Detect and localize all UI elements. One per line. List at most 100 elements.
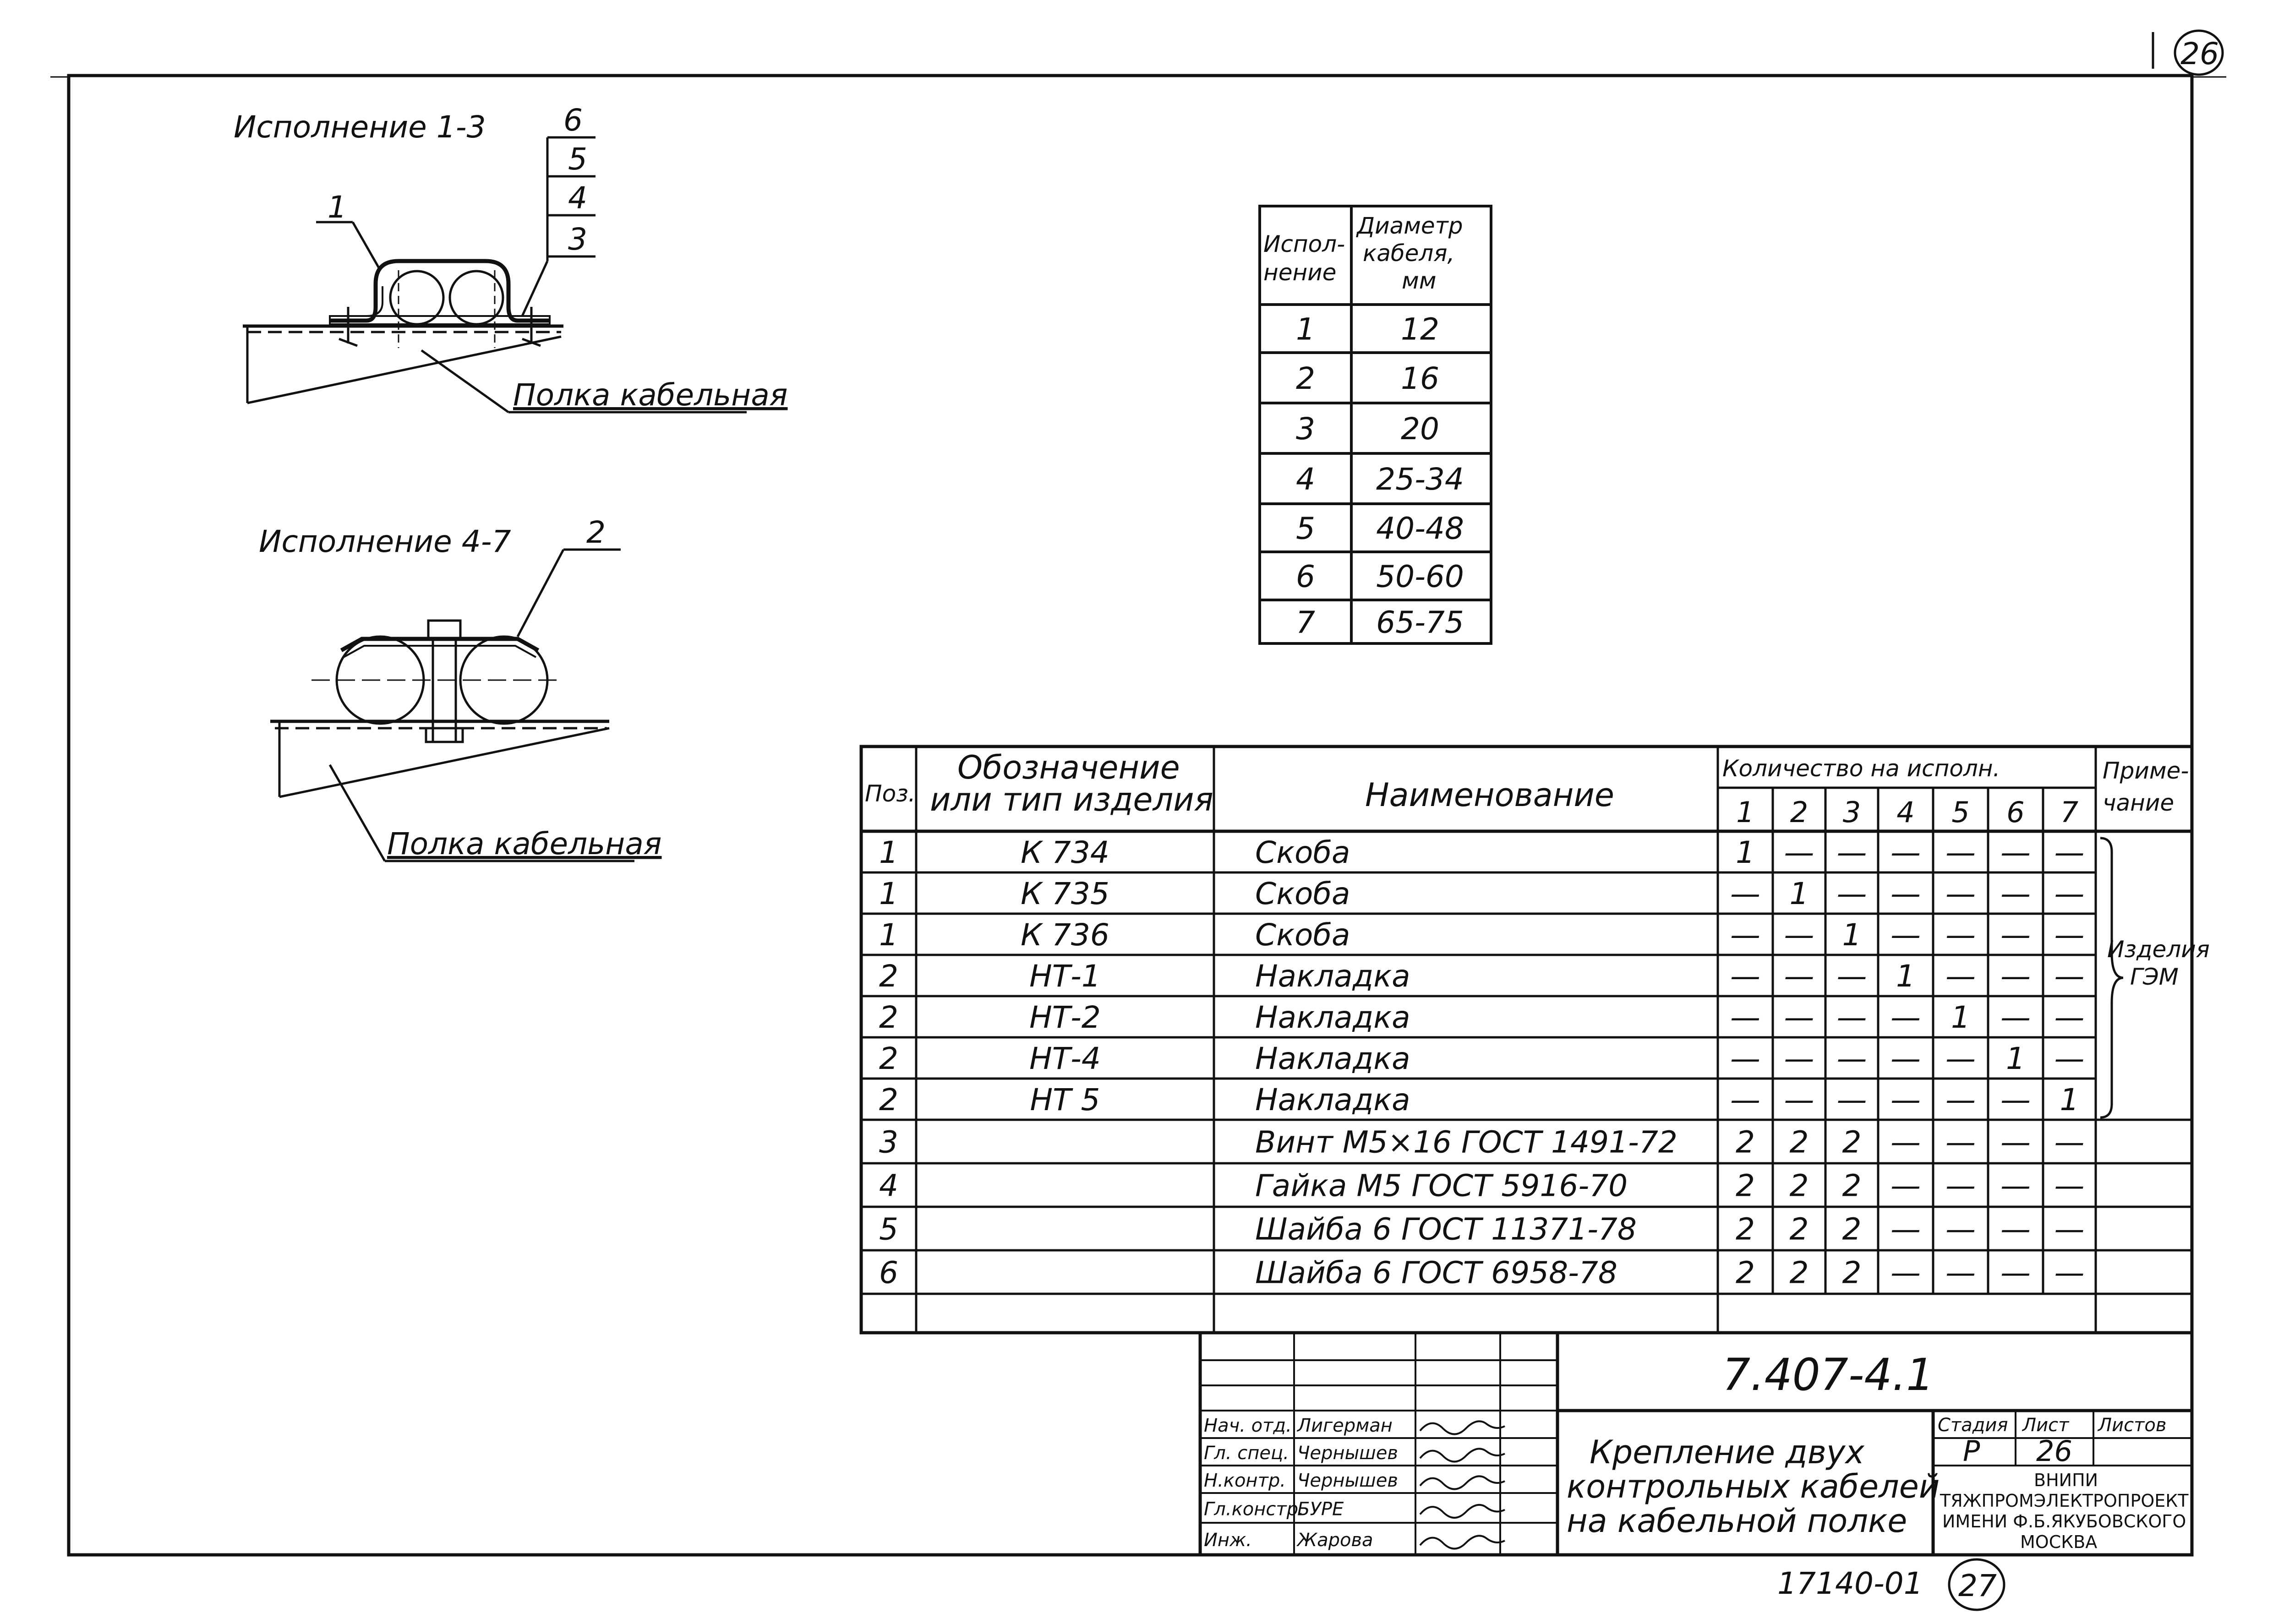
spec-row-1-qty-5: —: [1945, 835, 1976, 870]
role-3-signature: [1419, 1475, 1505, 1490]
spec-row-11-qty-4: —: [1891, 1255, 1921, 1291]
diameter-row-4-execution: 4: [1296, 462, 1315, 497]
drawing-1-shelf-label: Полка кабельная: [513, 377, 787, 413]
spec-row-11-qty-1: 2: [1736, 1255, 1755, 1291]
spec-row-4-qty-7: —: [2054, 959, 2085, 994]
sheets-label: Листов: [2097, 1415, 2166, 1436]
qty-column-header-7: 7: [2060, 796, 2078, 829]
sheet-value: 26: [2036, 1434, 2072, 1468]
role-2-signature: [1419, 1448, 1505, 1463]
spec-row-9-qty-1: 2: [1736, 1168, 1755, 1204]
spec-row-6-pos: 2: [879, 1041, 898, 1076]
qty-column-header-2: 2: [1790, 796, 1808, 829]
spec-row-8-qty-4: —: [1891, 1125, 1921, 1160]
spec-row-3-designation: К 736: [1021, 917, 1109, 953]
spec-row-2-qty-1: —: [1730, 876, 1760, 911]
role-2-title: Гл. спец.: [1204, 1443, 1289, 1464]
spec-row-11-qty-7: —: [2054, 1255, 2085, 1291]
spec-row-2-pos: 1: [879, 876, 898, 911]
spec-row-10-qty-6: —: [2000, 1212, 2031, 1247]
spec-row-8-qty-5: —: [1945, 1125, 1976, 1160]
spec-row-3-qty-1: —: [1730, 917, 1760, 953]
spec-row-3-name: Скоба: [1255, 917, 1350, 953]
stage-label: Стадия: [1938, 1415, 2008, 1436]
spec-row-7-qty-5: —: [1945, 1082, 1976, 1117]
role-5-name: Жарова: [1296, 1530, 1373, 1551]
corner-page-mark: 26: [2152, 29, 2224, 76]
spec-row-6-qty-6: 1: [2006, 1041, 2025, 1076]
spec-row-4-qty-1: —: [1730, 959, 1760, 994]
spec-header-designation-l2: или тип изделия: [930, 781, 1213, 818]
diameter-row-2-execution: 2: [1296, 361, 1315, 396]
spec-row-2-qty-6: —: [2000, 876, 2031, 911]
spec-row-7-qty-6: —: [2000, 1082, 2031, 1117]
role-1-title: Нач. отд.: [1204, 1415, 1292, 1436]
spec-row-1-name: Скоба: [1255, 835, 1350, 870]
diameter-row-2-diameter: 16: [1401, 361, 1439, 396]
spec-row-5-qty-5: 1: [1951, 1000, 1970, 1035]
spec-row-3-qty-5: —: [1945, 917, 1976, 953]
spec-row-5-qty-7: —: [2054, 1000, 2085, 1035]
drawing-execution-4-7: Исполнение 4-7 2 Полка кабел: [259, 515, 661, 862]
spec-row-2-qty-7: —: [2054, 876, 2085, 911]
diameter-row-3-execution: 3: [1296, 411, 1315, 447]
spec-row-4-qty-2: —: [1784, 959, 1814, 994]
spec-row-3-qty-3: 1: [1842, 917, 1862, 953]
spec-row-8-qty-6: —: [2000, 1125, 2031, 1160]
spec-row-7-pos: 2: [879, 1082, 898, 1117]
diameter-header-diameter-l2: кабеля,: [1363, 240, 1454, 267]
spec-row-8-qty-2: 2: [1790, 1125, 1809, 1160]
spec-row-8-qty-7: —: [2054, 1125, 2085, 1160]
spec-row-10-qty-1: 2: [1736, 1212, 1755, 1247]
spec-row-10-name: Шайба 6 ГОСТ 11371-78: [1255, 1212, 1637, 1247]
spec-row-7-qty-7: 1: [2060, 1082, 2079, 1117]
spec-row-6-qty-2: —: [1784, 1041, 1814, 1076]
spec-row-1-qty-3: —: [1837, 835, 1867, 870]
archive-number: 17140-01: [1777, 1566, 1923, 1601]
bottom-marks: 17140-01 27: [1777, 1558, 2005, 1611]
drawing-2-callout: 2: [586, 515, 606, 550]
qty-column-header-4: 4: [1896, 796, 1914, 829]
spec-row-6-qty-5: —: [1945, 1041, 1976, 1076]
spec-note-group-l1: Изделия: [2107, 936, 2210, 963]
spec-row-1-qty-2: —: [1784, 835, 1814, 870]
org-line-3: ИМЕНИ Ф.Б.ЯКУБОВСКОГО: [1942, 1511, 2186, 1531]
drawing-1-callout: 1: [328, 190, 347, 225]
spec-row-7-name: Накладка: [1255, 1082, 1410, 1117]
spec-row-5-name: Накладка: [1255, 1000, 1410, 1035]
diameter-row-1-diameter: 12: [1401, 312, 1439, 347]
spec-row-3-qty-2: —: [1784, 917, 1814, 953]
diameter-row-6-execution: 6: [1296, 559, 1315, 594]
diameter-header-execution-l2: нение: [1263, 259, 1336, 286]
spec-row-10-qty-5: —: [1945, 1212, 1976, 1247]
spec-row-7-qty-3: —: [1837, 1082, 1867, 1117]
spec-row-2-qty-4: —: [1891, 876, 1921, 911]
spec-row-6-designation: НТ-4: [1029, 1041, 1101, 1076]
spec-row-10-pos: 5: [879, 1212, 898, 1247]
spec-row-5-designation: НТ-2: [1029, 1000, 1101, 1035]
stack-item-3: 3: [568, 222, 587, 257]
diameter-header-execution-l1: Испол-: [1263, 231, 1345, 257]
spec-row-7-qty-2: —: [1784, 1082, 1814, 1117]
spec-row-3-qty-4: —: [1891, 917, 1921, 953]
stack-item-6: 6: [563, 103, 583, 138]
diameter-row-5-execution: 5: [1296, 511, 1315, 546]
role-3-name: Чернышев: [1297, 1470, 1398, 1491]
spec-row-11-name: Шайба 6 ГОСТ 6958-78: [1255, 1255, 1617, 1291]
spec-row-3-pos: 1: [879, 917, 898, 953]
qty-column-header-3: 3: [1843, 796, 1861, 829]
spec-row-10-qty-4: —: [1891, 1212, 1921, 1247]
spec-header-note-l2: чание: [2103, 790, 2174, 816]
spec-note-group-l2: ГЭМ: [2130, 964, 2179, 990]
spec-row-10-qty-7: —: [2054, 1212, 2085, 1247]
spec-row-7-designation: НТ 5: [1030, 1082, 1100, 1117]
spec-header-pos: Поз.: [865, 780, 916, 807]
title-line-1: Крепление двух: [1590, 1433, 1864, 1471]
corner-mark-text: 26: [2180, 36, 2219, 71]
spec-row-5-qty-6: —: [2000, 1000, 2031, 1035]
document-code: 7.407-4.1: [1722, 1349, 1934, 1401]
spec-row-5-qty-3: —: [1837, 1000, 1867, 1035]
